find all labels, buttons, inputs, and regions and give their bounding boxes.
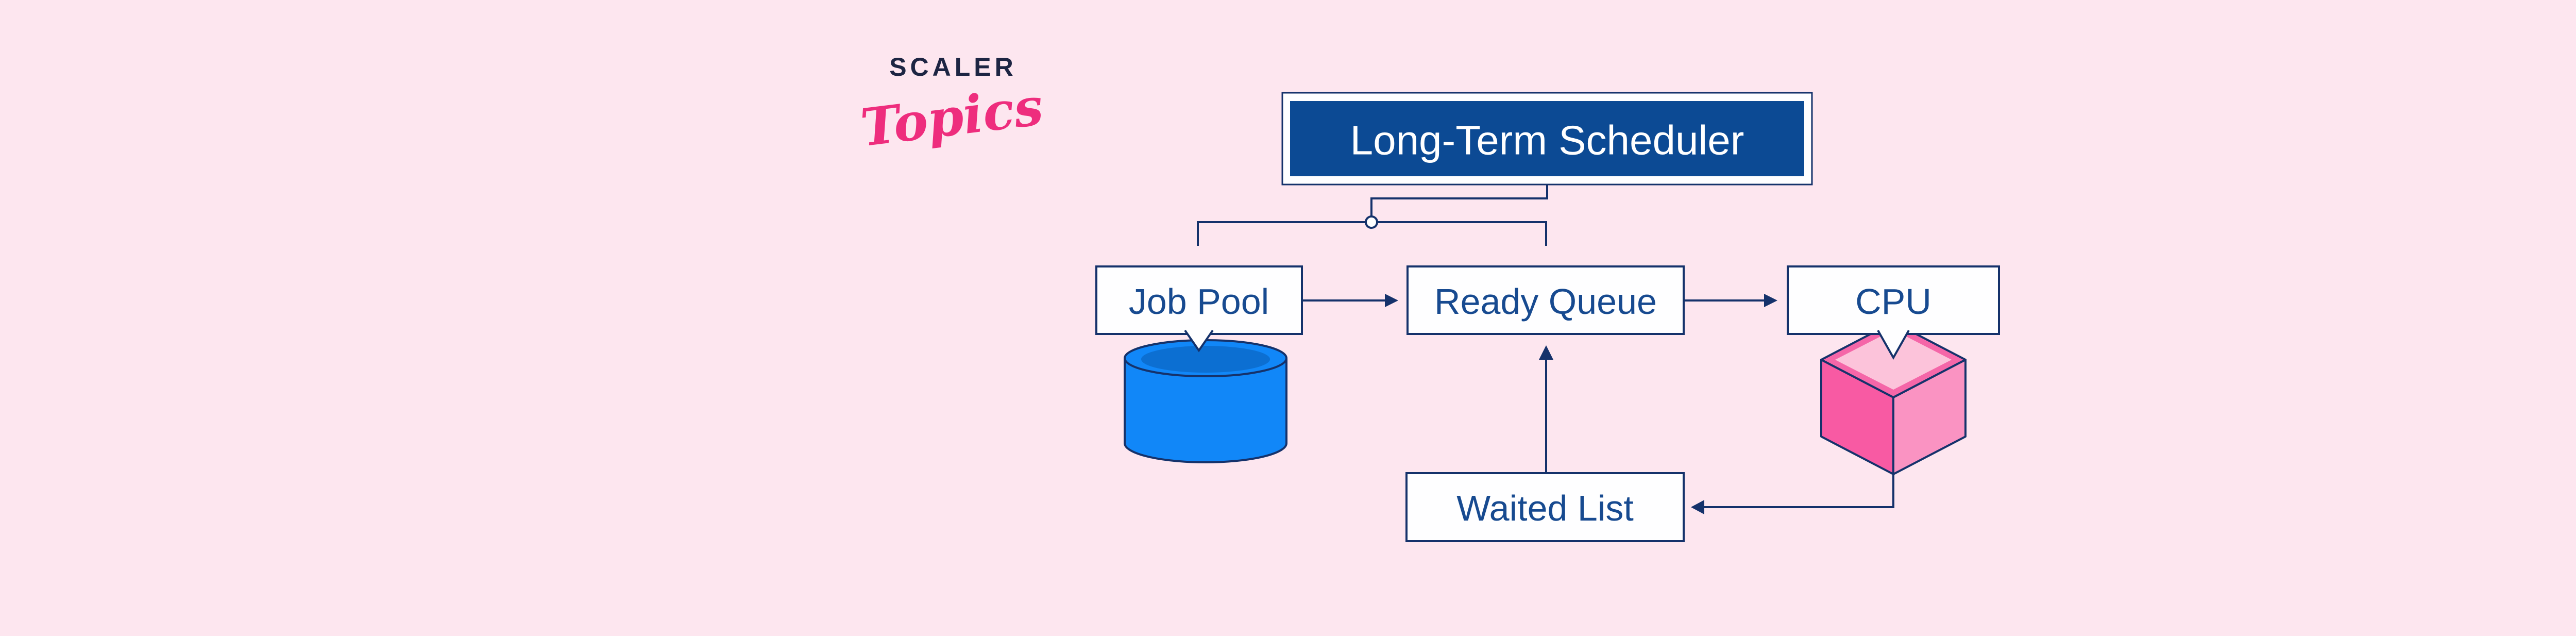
cpu-callout-tail [1877, 330, 1910, 360]
ready-queue-label: Ready Queue [1434, 281, 1657, 322]
waited-list-label: Waited List [1456, 488, 1634, 528]
scheduler-inner-box [1290, 101, 1804, 176]
open-box-cube-icon [1820, 321, 1967, 475]
scheduler-connectors [1197, 185, 1548, 246]
node-job-pool: Job Pool [1095, 265, 1303, 353]
arrowhead-left-icon [1691, 500, 1704, 514]
cpu-label: CPU [1855, 281, 1931, 322]
junction-circle-icon [1365, 215, 1378, 229]
cpu-box [1787, 265, 2000, 335]
job-pool-callout-tail [1184, 329, 1214, 353]
scheduler-label: Long-Term Scheduler [1350, 118, 1744, 163]
node-waited-list: Waited List [1405, 472, 1685, 542]
node-cpu: CPU [1787, 265, 2000, 360]
cylinder-top-opening [1141, 346, 1270, 373]
arrowhead-up-icon [1539, 345, 1553, 360]
arrow-cpu-to-waitedlist [1703, 474, 1894, 508]
arrowhead-right-icon [1385, 294, 1398, 307]
database-cylinder-icon [1124, 339, 1287, 463]
node-long-term-scheduler: Long-Term Scheduler [1281, 92, 1813, 186]
scaler-topics-logo: SCALER Topics [857, 53, 1046, 158]
waited-list-box [1405, 472, 1685, 542]
logo-brand-text: SCALER [889, 53, 1017, 81]
flow-arrows [1302, 294, 1894, 514]
job-pool-box [1095, 265, 1303, 335]
cylinder-body [1124, 358, 1287, 463]
logo-script-text: Topics [857, 76, 1046, 158]
node-ready-queue: Ready Queue [1406, 265, 1685, 335]
arrowhead-right-icon [1764, 294, 1777, 307]
job-pool-label: Job Pool [1129, 281, 1269, 322]
connector-scheduler-elbow [1370, 185, 1548, 216]
